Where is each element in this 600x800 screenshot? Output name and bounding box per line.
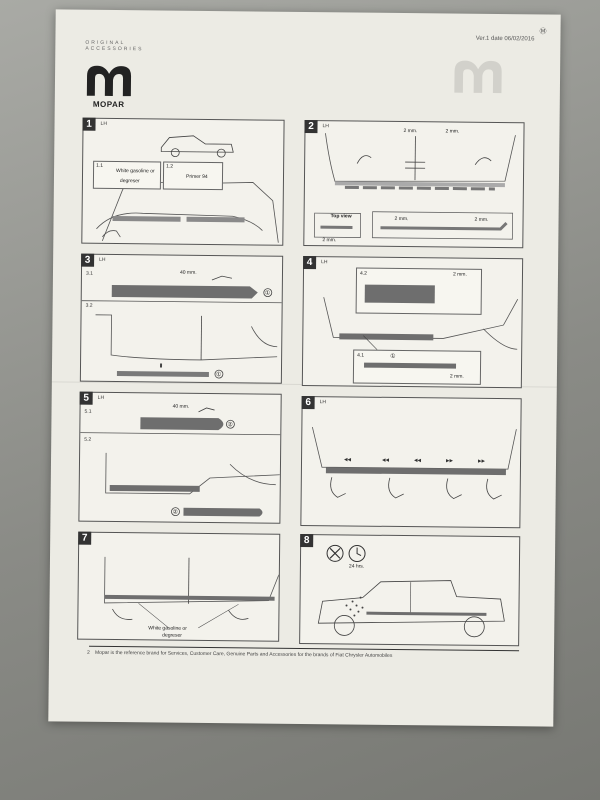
item-1-2-box: 1.2 Primer 94	[162, 161, 224, 191]
step-2-illustration	[313, 133, 516, 240]
step-3-panel: 3 LH 3.1 3.2 40 mm. ① ①	[79, 253, 284, 384]
corner-mark: Ⓜ	[539, 28, 547, 36]
step-4-illustration	[323, 297, 519, 352]
dimension-label: 2 mm.	[322, 237, 337, 244]
dimension-label: 2 mm.	[474, 216, 489, 223]
step-1-illustration	[96, 135, 279, 243]
footer-text: Mopar is the reference brand for Service…	[94, 649, 393, 659]
dimension-label: 2 mm.	[449, 373, 464, 380]
item-label-line2: degreser	[119, 178, 140, 185]
page-number: 2	[86, 649, 90, 656]
svg-text:◂◂: ◂◂	[414, 456, 422, 464]
item-label-line1: White gasoline or	[116, 168, 155, 175]
mopar-logo: MOPAR	[81, 62, 138, 115]
step-3-illustration	[81, 275, 282, 379]
dimension-label: 2 mm.	[394, 215, 409, 223]
dimension-label: 2 mm.	[445, 128, 460, 135]
step-1-panel: 1 LH 1.1 White gasoline or degreser 1.2 …	[81, 117, 285, 246]
step-5-panel: 5 LH 5.1 5.2 40 mm. ② ②	[78, 391, 282, 524]
svg-text:◂◂: ◂◂	[344, 455, 352, 463]
step-7-panel: 7 White gasoline or degreser	[77, 531, 281, 642]
item-1-1-box: 1.1 White gasoline or degreser	[92, 160, 162, 190]
step-5-illustration	[80, 407, 281, 517]
watermark-logo-icon	[454, 60, 502, 94]
callout-number: ①	[264, 290, 271, 297]
version-date: Ver.1 date 06/02/2016	[475, 35, 535, 43]
step-8-illustration	[317, 544, 505, 638]
step-8-panel: 8 24 hrs.	[299, 533, 521, 647]
svg-text:▸▸: ▸▸	[478, 457, 486, 465]
svg-text:▸▸: ▸▸	[446, 456, 454, 464]
callout-number: ①	[390, 353, 396, 360]
clock-icon	[348, 545, 366, 563]
instruction-sheet: Ver.1 date 06/02/2016 Ⓜ ORIGINAL ACCESSO…	[48, 9, 561, 727]
step-4-panel: 4 LH 4.2 2 mm. 4.1 ① 2 mm.	[301, 255, 524, 389]
step-7-illustration	[104, 556, 280, 629]
item-label: Primer 94	[185, 173, 208, 180]
dimension-label: 2 mm.	[403, 128, 418, 135]
substep-label: 4.1	[357, 352, 365, 359]
material-label-line2: degreser	[162, 632, 182, 639]
step-2-panel: 2 LH 2 mm. 2 mm. Top view 2 mm. 2 mm. 2 …	[303, 119, 525, 249]
detail-4-1-box: 4.1 ① 2 mm.	[352, 349, 482, 385]
detail-4-2-box: 4.2 2 mm.	[355, 267, 483, 315]
callout-number: ②	[227, 422, 233, 429]
step-6-illustration: ◂◂ ◂◂ ◂◂ ▸▸ ▸▸	[311, 426, 517, 500]
top-view-label: Top view	[330, 213, 352, 220]
mopar-m-icon	[86, 65, 132, 97]
trim-strip-detail	[364, 284, 435, 304]
brand-tag: ORIGINAL ACCESSORIES	[85, 40, 143, 53]
callout-number: ②	[172, 509, 178, 516]
svg-text:◂◂: ◂◂	[382, 456, 390, 464]
cure-time: 24 hrs.	[348, 563, 365, 570]
logo-text: MOPAR	[92, 99, 125, 110]
dimension-label: 2 mm.	[452, 271, 467, 278]
step-6-panel: 6 LH ◂◂ ◂◂ ◂◂ ▸▸ ▸▸	[300, 395, 522, 529]
item-id: 1.2	[166, 163, 174, 170]
no-wash-icon	[326, 544, 344, 562]
trim-strip-detail	[364, 362, 457, 369]
item-id: 1.1	[96, 162, 104, 169]
substep-label: 4.2	[359, 270, 367, 277]
brand-tag-line2: ACCESSORIES	[85, 45, 144, 53]
material-label-line1: White gasoline or	[148, 625, 187, 632]
callout-number: ①	[215, 372, 222, 379]
